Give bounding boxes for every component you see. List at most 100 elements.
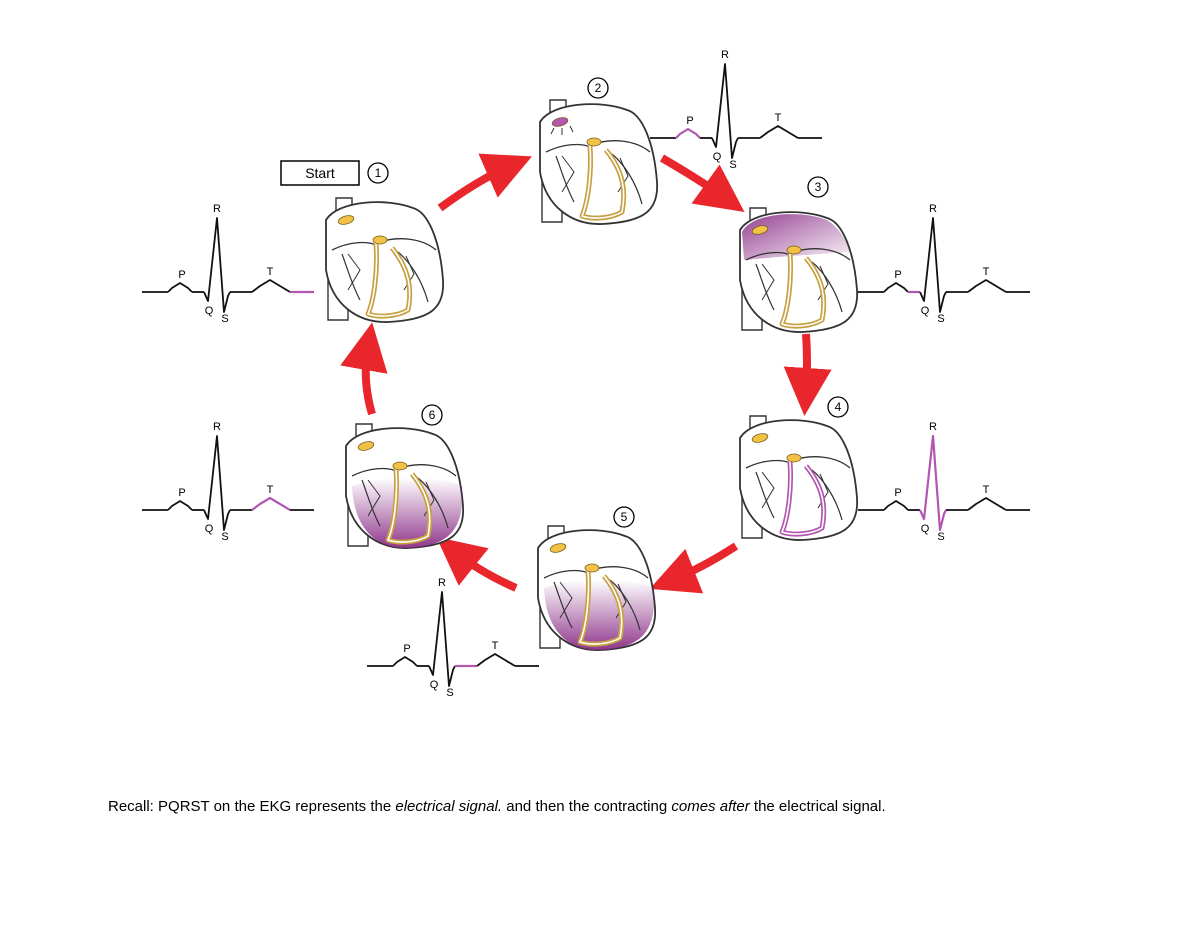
ekg-label-q: Q (430, 679, 439, 691)
ekg-segment-qrs (203, 217, 231, 313)
heart-outline (325, 201, 444, 323)
ekg-label-p: P (686, 115, 693, 127)
ekg-segment-qrs (918, 434, 947, 532)
atria-depolarized (742, 214, 850, 260)
ekg-label-q: Q (713, 151, 722, 163)
av-node (786, 453, 802, 463)
ekg-segment-t (251, 279, 291, 293)
chamber-wall (361, 477, 449, 529)
ekg-label-t: T (983, 266, 990, 278)
ekg-label-r: R (213, 421, 221, 433)
bundle-branches-core (580, 145, 625, 219)
bundle-branches-core (386, 469, 431, 543)
ekg-label-s: S (446, 687, 453, 699)
arrow-6-to-1 (340, 322, 388, 416)
chamber-wall (555, 153, 643, 205)
ekg-label-p: P (403, 643, 410, 655)
caption-part-1: Recall: PQRST on the EKG represents the (108, 798, 396, 815)
ekg-label-s: S (937, 531, 944, 543)
ekg-segment-qrs (711, 63, 739, 159)
ekg-label-p: P (894, 487, 901, 499)
heart-step-1 (325, 197, 444, 323)
ekg-label-s: S (221, 531, 228, 543)
av-node (392, 461, 408, 471)
start-box: Start (280, 160, 360, 186)
sa-node (751, 433, 769, 443)
ekg-segment-p (883, 282, 909, 293)
bundle-branches-core (780, 461, 825, 535)
step-badge-6: 6 (421, 404, 443, 426)
bundle-branches-core (578, 571, 623, 645)
ekg-label-t: T (983, 484, 990, 496)
cycle-arrows (340, 153, 832, 594)
caption: Recall: PQRST on the EKG represents the … (108, 798, 886, 815)
chamber-wall (553, 579, 641, 631)
ekg-segment-t (251, 496, 291, 511)
ekg-label-s: S (221, 313, 228, 325)
ekg-segment-p (167, 282, 193, 293)
ekg-segment-t (476, 653, 516, 667)
bundle-branches-core (366, 243, 411, 317)
arrow-1-to-2 (437, 153, 532, 212)
heart-step-6 (345, 423, 464, 549)
heart-step-4 (739, 415, 858, 541)
ekg-label-s: S (937, 313, 944, 325)
heart-step-5 (537, 525, 656, 651)
ekg-label-q: Q (205, 305, 214, 317)
badge-number: 5 (621, 510, 628, 524)
ekg-step-2: P R T QS (650, 49, 822, 171)
ekg-step-1: P R T QS (142, 203, 314, 325)
step-badge-1: 1 (367, 162, 389, 184)
arrow-3-to-4 (783, 333, 832, 416)
heart-outline (539, 103, 658, 225)
av-node (786, 245, 802, 255)
ekg-label-r: R (721, 49, 729, 61)
badge-number: 2 (595, 81, 602, 95)
ekg-label-r: R (438, 577, 446, 589)
badge-circle (827, 396, 849, 418)
badge-number: 4 (835, 400, 842, 414)
chamber-wall (755, 469, 843, 521)
ekg-segment-t (967, 497, 1007, 511)
sa-node (551, 117, 569, 127)
ekg-segment-p (883, 500, 909, 511)
impulse-arrows (550, 125, 574, 135)
ekg-label-q: Q (921, 305, 930, 317)
ekg-label-p: P (178, 487, 185, 499)
ekg-label-t: T (775, 112, 782, 124)
ekg-segment-qrs (919, 217, 947, 313)
sa-node (751, 225, 769, 235)
ekg-label-p: P (894, 269, 901, 281)
badge-circle (367, 162, 389, 184)
heart-step-2 (539, 99, 658, 225)
chamber-wall (755, 261, 843, 313)
arrow-2-to-3 (659, 154, 745, 213)
ekg-step-3: P R T QS (858, 203, 1030, 325)
ekg-label-p: P (178, 269, 185, 281)
ekg-segment-p (392, 656, 418, 667)
sa-node (549, 543, 567, 553)
ekg-segment-p (167, 500, 193, 511)
ekg-label-s: S (729, 159, 736, 171)
step-badge-3: 3 (807, 176, 829, 198)
heart-outline (739, 419, 858, 541)
start-label: Start (305, 165, 335, 181)
badge-circle (613, 506, 635, 528)
badge-number: 1 (375, 166, 382, 180)
ekg-segment-t (759, 125, 799, 139)
heart-step-3 (739, 207, 858, 333)
bundle-branches-core (780, 253, 825, 327)
badge-number: 3 (815, 180, 822, 194)
ekg-label-r: R (213, 203, 221, 215)
ekg-label-t: T (267, 266, 274, 278)
step-badge-5: 5 (613, 506, 635, 528)
ekg-segment-p (675, 127, 701, 139)
av-node (584, 563, 600, 573)
ekg-label-q: Q (921, 523, 930, 535)
ekg-segment-t (967, 279, 1007, 293)
ekg-label-t: T (267, 484, 274, 496)
chamber-wall (341, 251, 429, 303)
ekg-label-r: R (929, 203, 937, 215)
